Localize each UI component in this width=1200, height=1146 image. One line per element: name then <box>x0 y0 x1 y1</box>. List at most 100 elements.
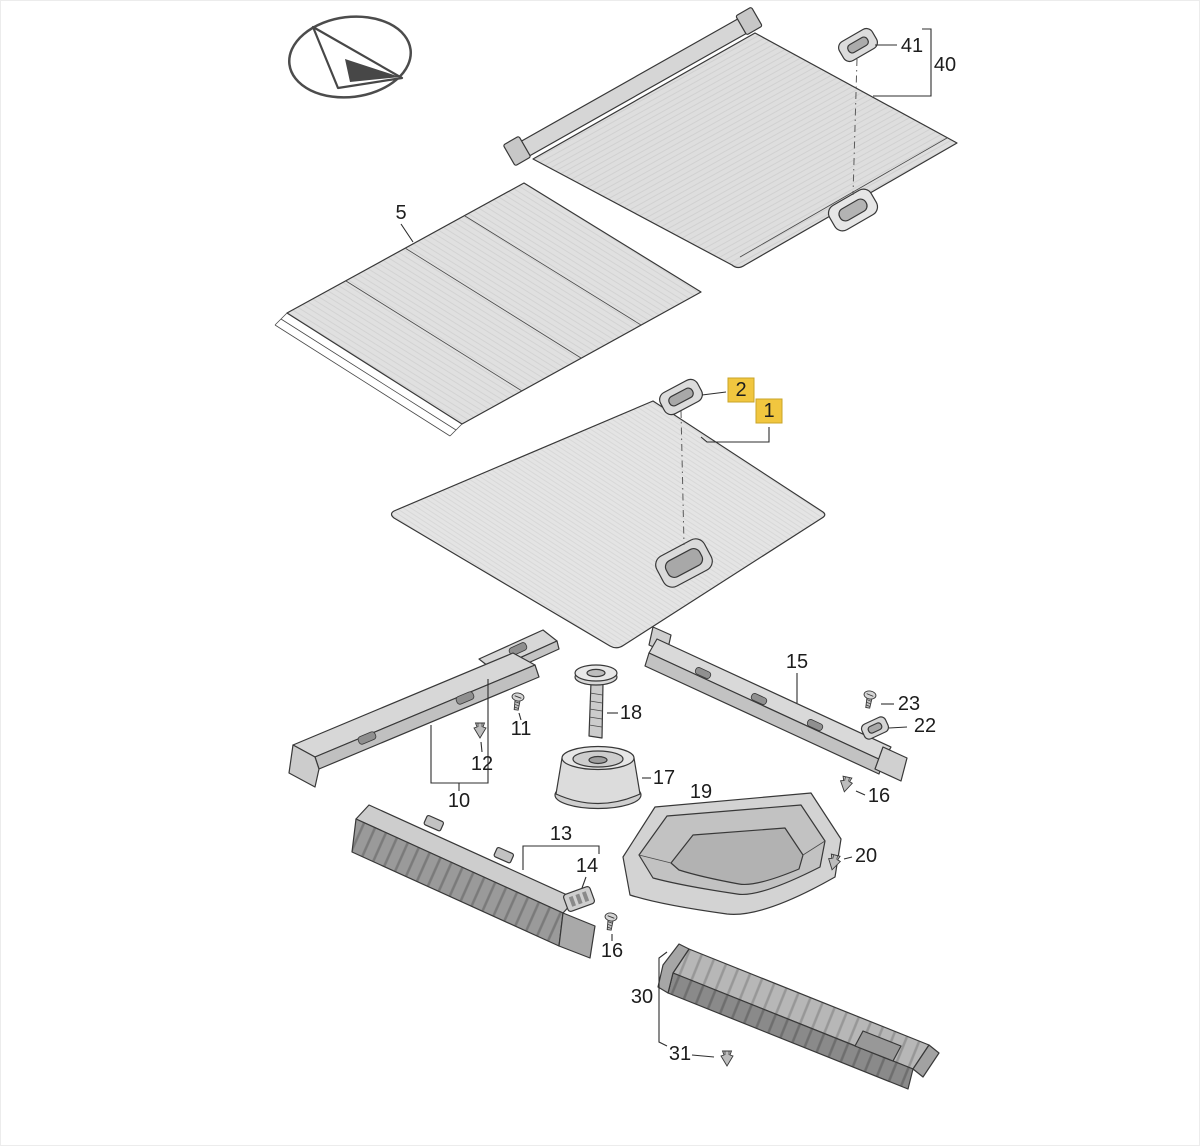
part-23-screw[interactable] <box>861 689 878 710</box>
callout-16-right[interactable]: 16 <box>868 785 890 807</box>
part-17-mounting-cup[interactable] <box>554 745 642 810</box>
part-11-screw[interactable] <box>509 691 525 712</box>
sill-trim-slot-1 <box>508 642 528 656</box>
edge-trim-latch-block <box>854 1030 902 1062</box>
part-31-clip[interactable] <box>720 1050 734 1067</box>
callout-11[interactable]: 11 <box>511 718 532 740</box>
callout-2[interactable]: 2 <box>735 379 746 401</box>
cup-hole <box>588 755 608 765</box>
callout-40[interactable]: 40 <box>934 54 956 76</box>
callout-15[interactable]: 15 <box>786 651 808 673</box>
leader-31 <box>691 1054 715 1058</box>
leader-14 <box>581 876 587 889</box>
crossmember-front-face <box>644 652 884 775</box>
callout-16-bottom[interactable]: 16 <box>601 940 623 962</box>
crossmember-slot-2 <box>750 693 768 705</box>
callout-18[interactable]: 18 <box>620 702 642 724</box>
callout-1-highlight <box>755 398 783 424</box>
sill-trim-slot-3 <box>455 691 475 705</box>
part-30-loading-edge-trim[interactable] <box>657 943 940 1090</box>
callout-14[interactable]: 14 <box>576 855 598 877</box>
crossmember-slot-1 <box>694 667 712 679</box>
callout-41[interactable]: 41 <box>901 35 923 57</box>
sill-panel-tab-1 <box>423 814 445 832</box>
sill-trim-slot-2 <box>357 731 377 745</box>
grille-slot-3 <box>581 891 590 902</box>
callout-10[interactable]: 10 <box>448 790 470 812</box>
leader-22 <box>888 726 908 729</box>
roller-end-cap-top <box>735 7 763 35</box>
cutout-inner <box>664 548 704 578</box>
tray-corner-lines <box>638 840 826 864</box>
logo-swoosh-icon <box>345 59 400 82</box>
logo-ellipse-icon <box>288 15 412 99</box>
brand-logo <box>288 15 412 99</box>
callout-20[interactable]: 20 <box>855 845 877 867</box>
part-16-clip-right[interactable] <box>838 775 854 794</box>
part-10-sill-trim[interactable] <box>288 629 560 788</box>
edge-trim-right-end <box>912 1044 940 1078</box>
part-12-clip[interactable] <box>473 722 487 739</box>
centerline-2 <box>680 410 685 546</box>
part-16-screw-bottom[interactable] <box>602 911 618 932</box>
bracket-30 <box>658 951 668 1047</box>
part-14-grille[interactable] <box>563 885 595 913</box>
leader-11 <box>518 712 522 721</box>
cup-body <box>555 757 641 805</box>
handle-slot <box>847 36 869 54</box>
callout-30[interactable]: 30 <box>631 986 653 1008</box>
callout-13[interactable]: 13 <box>550 823 572 845</box>
handle-slot <box>668 387 694 407</box>
sill-trim-long-front <box>314 664 540 770</box>
centerline-41 <box>852 58 858 196</box>
part-2-handle[interactable] <box>657 377 705 418</box>
crossmember-slot-3 <box>806 719 824 731</box>
cargo-cover-handle-cutout <box>827 188 879 232</box>
cutout-inner <box>838 198 868 222</box>
part-19-storage-tray[interactable] <box>622 792 842 915</box>
grille-slot-2 <box>575 893 583 905</box>
cargo-cover-sheet <box>532 32 958 269</box>
cap-slot <box>867 722 883 734</box>
callout-17[interactable]: 17 <box>653 767 675 789</box>
bolt-collar <box>586 668 606 678</box>
bracket-40 <box>873 28 932 97</box>
callout-1[interactable]: 1 <box>763 400 774 422</box>
callout-12[interactable]: 12 <box>471 753 493 775</box>
crossmember-right-foot <box>874 746 908 782</box>
cargo-cover-rail-line <box>739 137 948 258</box>
edge-trim-left-cap <box>657 943 690 994</box>
part-1-load-floor[interactable] <box>390 400 826 649</box>
callout-5[interactable]: 5 <box>395 202 406 224</box>
leader-16-right <box>855 790 866 796</box>
mat-fold-lines <box>345 215 642 392</box>
callout-19[interactable]: 19 <box>690 781 712 803</box>
sill-trim-long-top <box>292 652 536 758</box>
part-15-crossmember-trim[interactable] <box>644 626 908 782</box>
part-18-bolt[interactable] <box>574 664 618 739</box>
part-13-sill-panel[interactable] <box>351 804 596 959</box>
leader-20 <box>843 856 853 860</box>
callout-22[interactable]: 22 <box>914 715 936 737</box>
roller-end-cap-bottom <box>503 136 531 166</box>
part-41-handle[interactable] <box>836 26 880 64</box>
part-22-cap[interactable] <box>860 715 890 740</box>
bracket-10 <box>430 679 489 791</box>
leader-12 <box>480 741 483 753</box>
load-floor-handle-cutout <box>655 538 713 588</box>
sill-trim-end-cap <box>288 744 320 788</box>
callout-23[interactable]: 23 <box>898 693 920 715</box>
mat-stack-edges <box>274 312 463 437</box>
tray-bottom <box>670 827 804 886</box>
crossmember-top-face <box>648 638 892 762</box>
grille-slot-1 <box>568 896 577 907</box>
part-5-folding-mat[interactable] <box>274 182 702 437</box>
sill-panel-tab-2 <box>493 846 515 864</box>
part-40-cargo-cover[interactable] <box>503 7 958 269</box>
callout-31[interactable]: 31 <box>669 1043 691 1065</box>
leader-5 <box>400 223 414 243</box>
bracket-1 <box>700 427 770 443</box>
bracket-13 <box>522 845 600 870</box>
